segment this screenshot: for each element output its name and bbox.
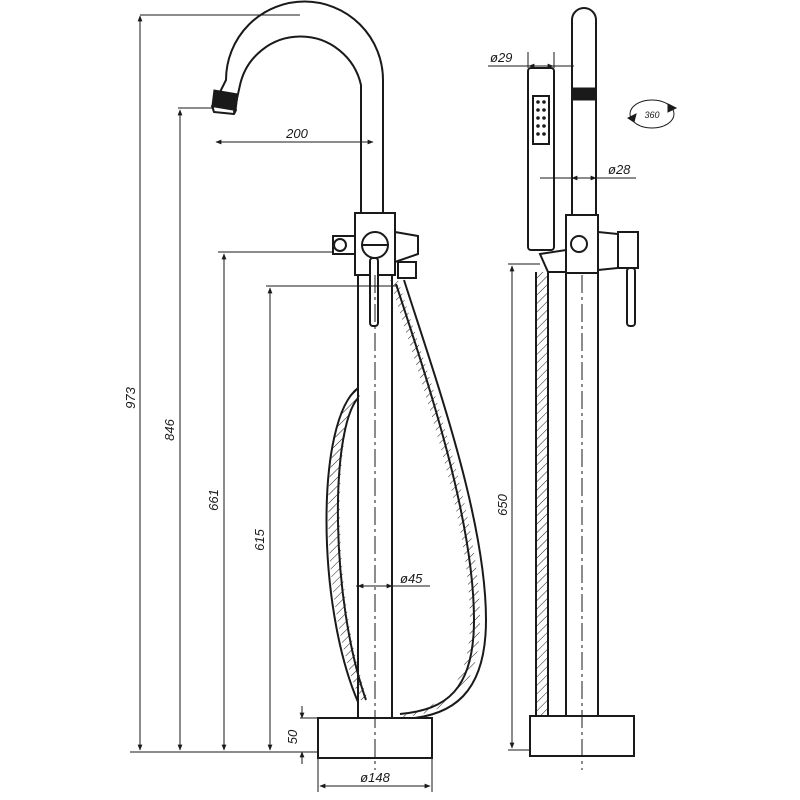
side-spout-aerator — [571, 87, 597, 101]
dim-hose-outlet-height: 615 — [252, 528, 267, 550]
side-mixer-port — [570, 235, 588, 253]
lever-handle — [369, 257, 379, 327]
side-dimensions: ø29 ø28 650 360 — [488, 50, 678, 751]
rotation-label: 360 — [644, 110, 659, 120]
handshower-holder — [538, 248, 567, 273]
dim-spout-height: 846 — [162, 418, 177, 440]
side-spout-pipe — [571, 7, 597, 216]
rotate-360-icon: 360 — [627, 99, 678, 129]
hose-outer-right — [403, 279, 488, 720]
side-lever-base — [597, 230, 619, 272]
side-lever-cap — [617, 231, 639, 269]
front-view — [211, 0, 488, 770]
hose-fill — [328, 280, 480, 717]
handshower-face — [532, 95, 550, 145]
spout-inner — [233, 35, 362, 214]
front-dimensions: 973 846 661 615 200 ø45 50 ø148 — [123, 14, 433, 792]
spout-tip-edge — [211, 105, 237, 115]
dim-holder-diameter: ø28 — [608, 162, 631, 177]
hose-connector-body — [394, 230, 419, 264]
dim-body-diameter: ø45 — [400, 571, 423, 586]
dim-overall-height: 973 — [123, 386, 138, 408]
dim-base-height: 50 — [285, 729, 300, 744]
spout-outer — [213, 0, 384, 214]
dim-handle-height: 661 — [206, 489, 221, 511]
hose-inner-right — [395, 283, 476, 715]
hose-nut — [397, 261, 417, 279]
dim-handshower-diameter: ø29 — [490, 50, 512, 65]
side-lever-handle — [626, 267, 636, 327]
dim-spout-reach: 200 — [285, 126, 308, 141]
diverter-knob-cap — [333, 238, 347, 252]
hose-outer-left — [325, 387, 359, 703]
dim-holder-height: 650 — [495, 493, 510, 515]
side-view — [527, 7, 639, 770]
side-hose-fill — [536, 272, 548, 716]
dim-base-diameter: ø148 — [360, 770, 390, 785]
hose-inner-left — [336, 397, 367, 701]
handshower-nozzles — [536, 100, 546, 136]
